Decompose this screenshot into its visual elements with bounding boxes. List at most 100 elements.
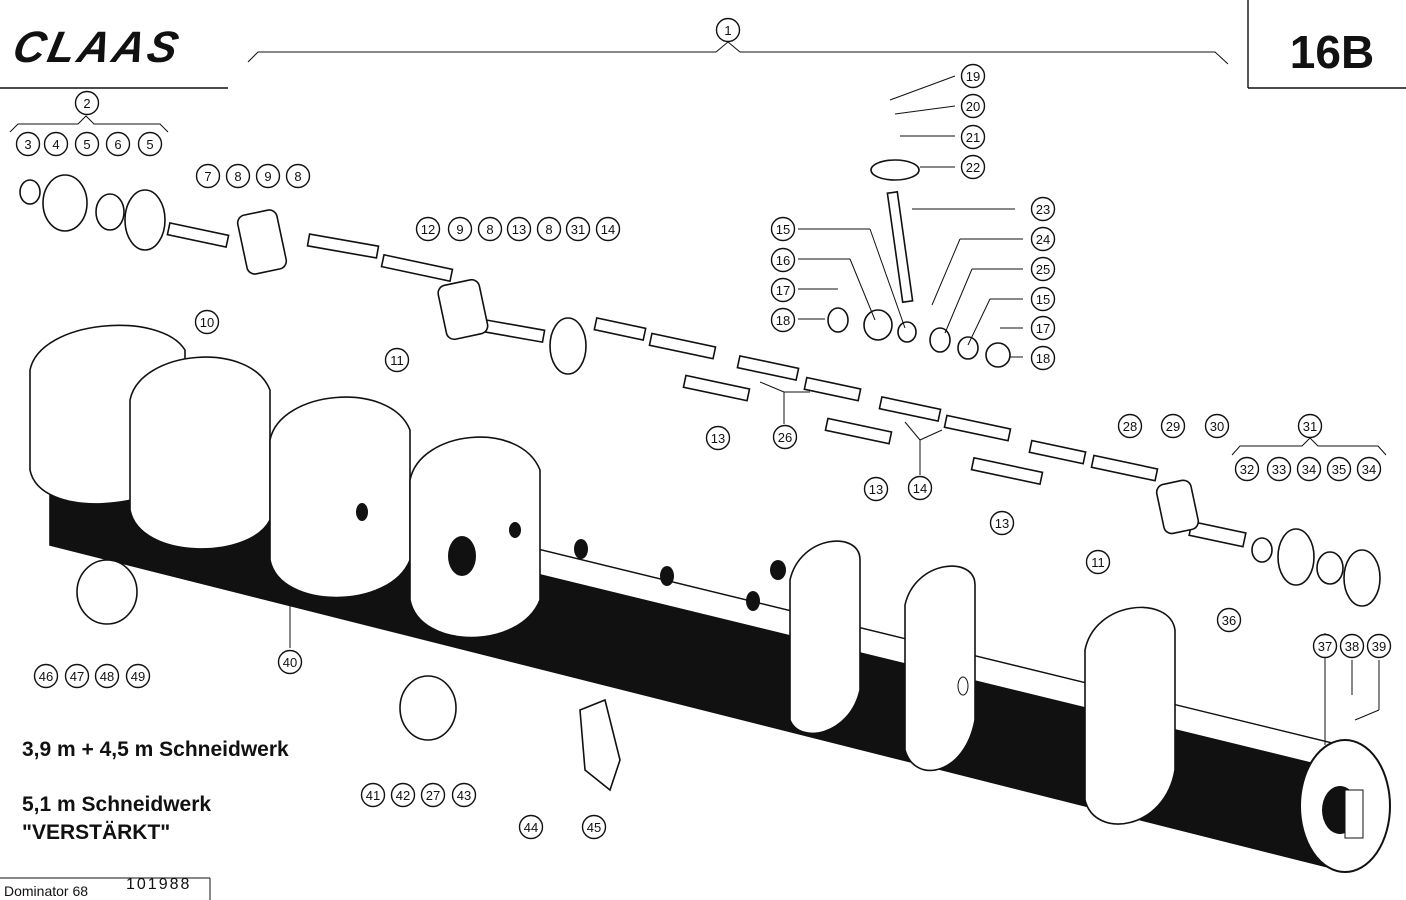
callout-number: 12	[421, 222, 435, 237]
notes: 3,9 m + 4,5 m Schneidwerk 5,1 m Schneidw…	[22, 738, 289, 844]
callout-number: 8	[234, 169, 241, 184]
callout-number: 29	[1166, 419, 1180, 434]
hubs	[19, 159, 1381, 792]
callout-c13c: 13	[863, 476, 889, 502]
callout-number: 34	[1362, 462, 1376, 477]
callout-number: 38	[1345, 639, 1359, 654]
callout-balloon	[451, 782, 477, 808]
callout-balloon	[907, 475, 933, 501]
leaders	[289, 75, 1380, 745]
callout-balloon	[770, 277, 796, 303]
callout-balloon	[1030, 226, 1056, 252]
callout-number: 36	[1222, 613, 1236, 628]
callout-c11b: 11	[1085, 549, 1111, 575]
callout-number: 39	[1372, 639, 1386, 654]
callout-number: 22	[966, 160, 980, 175]
callout-number: 13	[995, 516, 1009, 531]
callout-number: 19	[966, 69, 980, 84]
callout-number: 5	[83, 137, 90, 152]
callout-balloon	[195, 163, 221, 189]
callout-balloon	[1030, 196, 1056, 222]
callout-balloon	[960, 124, 986, 150]
callout-balloon	[770, 216, 796, 242]
callout-number: 9	[456, 222, 463, 237]
callout-c10: 10	[194, 309, 220, 335]
footer-model: Dominator 68	[4, 883, 88, 899]
callout-c31a: 31	[565, 216, 591, 242]
callout-number: 31	[1303, 419, 1317, 434]
callout-c21: 21	[960, 124, 986, 150]
callout-balloon	[1296, 456, 1322, 482]
callout-c5b: 5	[137, 131, 163, 157]
callout-balloon	[74, 131, 100, 157]
callout-number: 44	[524, 820, 538, 835]
callout-number: 21	[966, 130, 980, 145]
callout-balloon	[33, 663, 59, 689]
callout-balloon	[225, 163, 251, 189]
callout-number: 14	[601, 222, 615, 237]
callout-balloon	[1266, 456, 1292, 482]
callout-balloon	[1234, 456, 1260, 482]
callout-c11a: 11	[384, 347, 410, 373]
callout-number: 13	[711, 431, 725, 446]
callout-number: 48	[100, 669, 114, 684]
callout-balloon	[194, 309, 220, 335]
callout-balloon	[1085, 549, 1111, 575]
callout-balloon	[518, 814, 544, 840]
callout-c18b: 18	[1030, 345, 1056, 371]
callout-c47: 47	[64, 663, 90, 689]
callout-c2: 2	[74, 90, 100, 116]
callout-number: 41	[366, 788, 380, 803]
callout-c24: 24	[1030, 226, 1056, 252]
brand-logo: CLAAS	[9, 23, 186, 71]
callout-number: 37	[1318, 639, 1332, 654]
callout-number: 18	[1036, 351, 1050, 366]
callout-c34a: 34	[1296, 456, 1322, 482]
callout-number: 32	[1240, 462, 1254, 477]
callout-number: 47	[70, 669, 84, 684]
callout-c43: 43	[451, 782, 477, 808]
callout-number: 3	[24, 137, 31, 152]
callout-c33: 33	[1266, 456, 1292, 482]
callout-balloon	[255, 163, 281, 189]
callout-balloon	[1216, 607, 1242, 633]
callout-balloon	[390, 782, 416, 808]
callout-balloon	[1030, 345, 1056, 371]
callout-c44: 44	[518, 814, 544, 840]
callout-c12: 12	[415, 216, 441, 242]
callout-number: 31	[571, 222, 585, 237]
callout-c29: 29	[1160, 413, 1186, 439]
callout-balloon	[1030, 256, 1056, 282]
callout-balloon	[94, 663, 120, 689]
callout-number: 30	[1210, 419, 1224, 434]
callout-balloon	[1204, 413, 1230, 439]
note-line-2: 5,1 m Schneidwerk	[22, 793, 211, 816]
callout-number: 5	[146, 137, 153, 152]
callout-balloon	[772, 424, 798, 450]
callout-c9a: 9	[255, 163, 281, 189]
callout-balloon	[1030, 315, 1056, 341]
callout-balloon	[770, 247, 796, 273]
callout-balloon	[506, 216, 532, 242]
callout-balloon	[105, 131, 131, 157]
drawing	[19, 159, 1391, 873]
callout-number: 45	[587, 820, 601, 835]
callout-balloon	[989, 510, 1015, 536]
callout-balloon	[715, 17, 741, 43]
callout-number: 34	[1302, 462, 1316, 477]
callout-c40: 40	[277, 649, 303, 675]
callout-c6: 6	[105, 131, 131, 157]
callout-number: 28	[1123, 419, 1137, 434]
callout-c13a: 13	[506, 216, 532, 242]
callout-number: 17	[776, 283, 790, 298]
callout-balloon	[360, 782, 386, 808]
callout-number: 43	[457, 788, 471, 803]
callout-c7: 7	[195, 163, 221, 189]
callout-c5a: 5	[74, 131, 100, 157]
callout-number: 14	[913, 481, 927, 496]
callout-c23: 23	[1030, 196, 1056, 222]
callout-balloon	[64, 663, 90, 689]
